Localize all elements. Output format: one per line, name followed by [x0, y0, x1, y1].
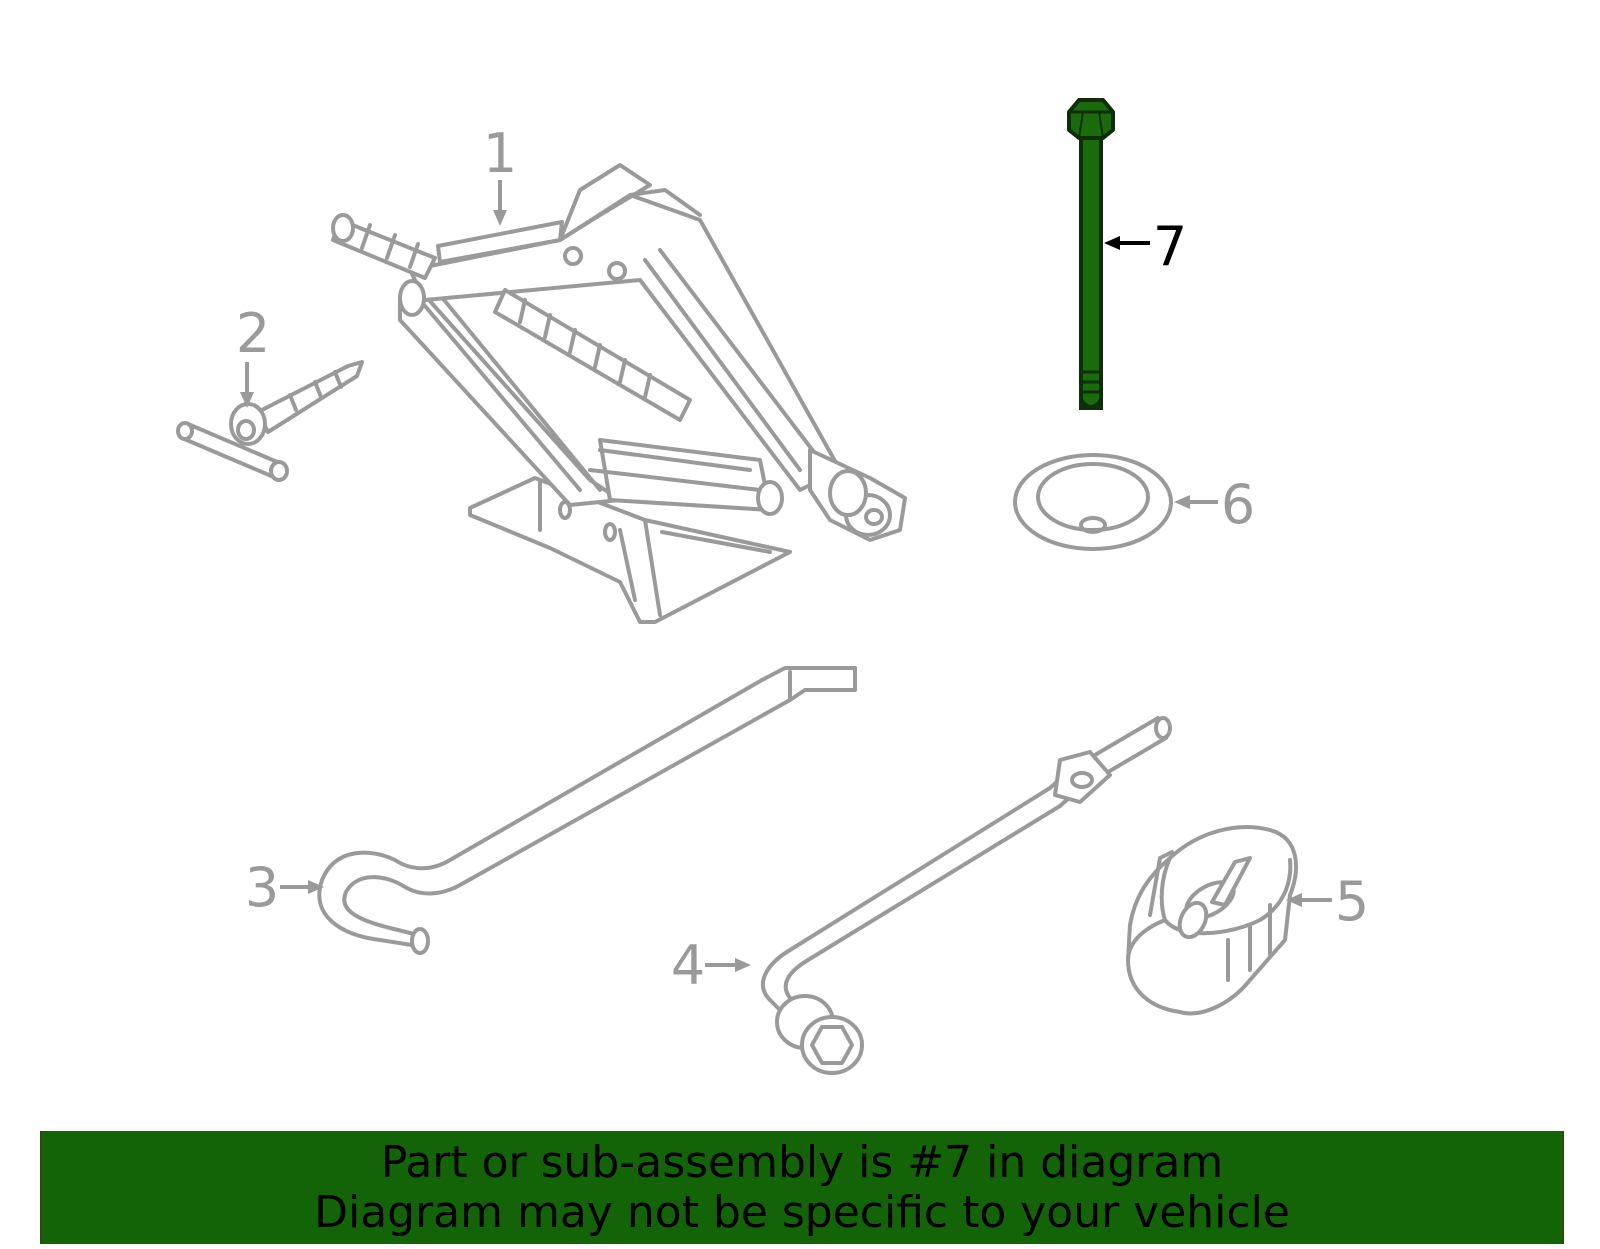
scissor-jack-icon[interactable] — [331, 163, 907, 624]
banner-line-2: Diagram may not be specific to your vehi… — [314, 1186, 1290, 1238]
tire-block-icon[interactable] — [1126, 825, 1298, 1016]
washer-plate-icon[interactable] — [1013, 453, 1173, 551]
callout-5[interactable]: 5 — [1286, 870, 1369, 933]
callout-6-label: 6 — [1221, 473, 1255, 536]
callout-1-label: 1 — [483, 122, 517, 185]
hold-down-bolt-icon[interactable] — [1067, 98, 1115, 410]
callout-3-label: 3 — [245, 856, 279, 919]
callout-6[interactable]: 6 — [1174, 473, 1255, 536]
callout-5-label: 5 — [1335, 870, 1369, 933]
banner-line-1: Part or sub-assembly is #7 in diagram — [380, 1136, 1224, 1188]
callout-7[interactable]: 7 — [1104, 215, 1187, 278]
callout-7-label: 7 — [1153, 215, 1187, 278]
lug-wrench-icon[interactable] — [760, 716, 1172, 1075]
callout-2-label: 2 — [236, 302, 270, 365]
info-banner: Part or sub-assembly is #7 in diagram Di… — [40, 1131, 1564, 1244]
callout-4-label: 4 — [671, 934, 705, 997]
callout-4[interactable]: 4 — [671, 934, 751, 997]
jack-handle-bolt-icon[interactable] — [176, 360, 364, 482]
callout-1[interactable]: 1 — [483, 122, 517, 226]
callout-3[interactable]: 3 — [245, 856, 324, 919]
callout-2[interactable]: 2 — [236, 302, 270, 408]
jack-crank-rod-icon[interactable] — [317, 666, 857, 955]
